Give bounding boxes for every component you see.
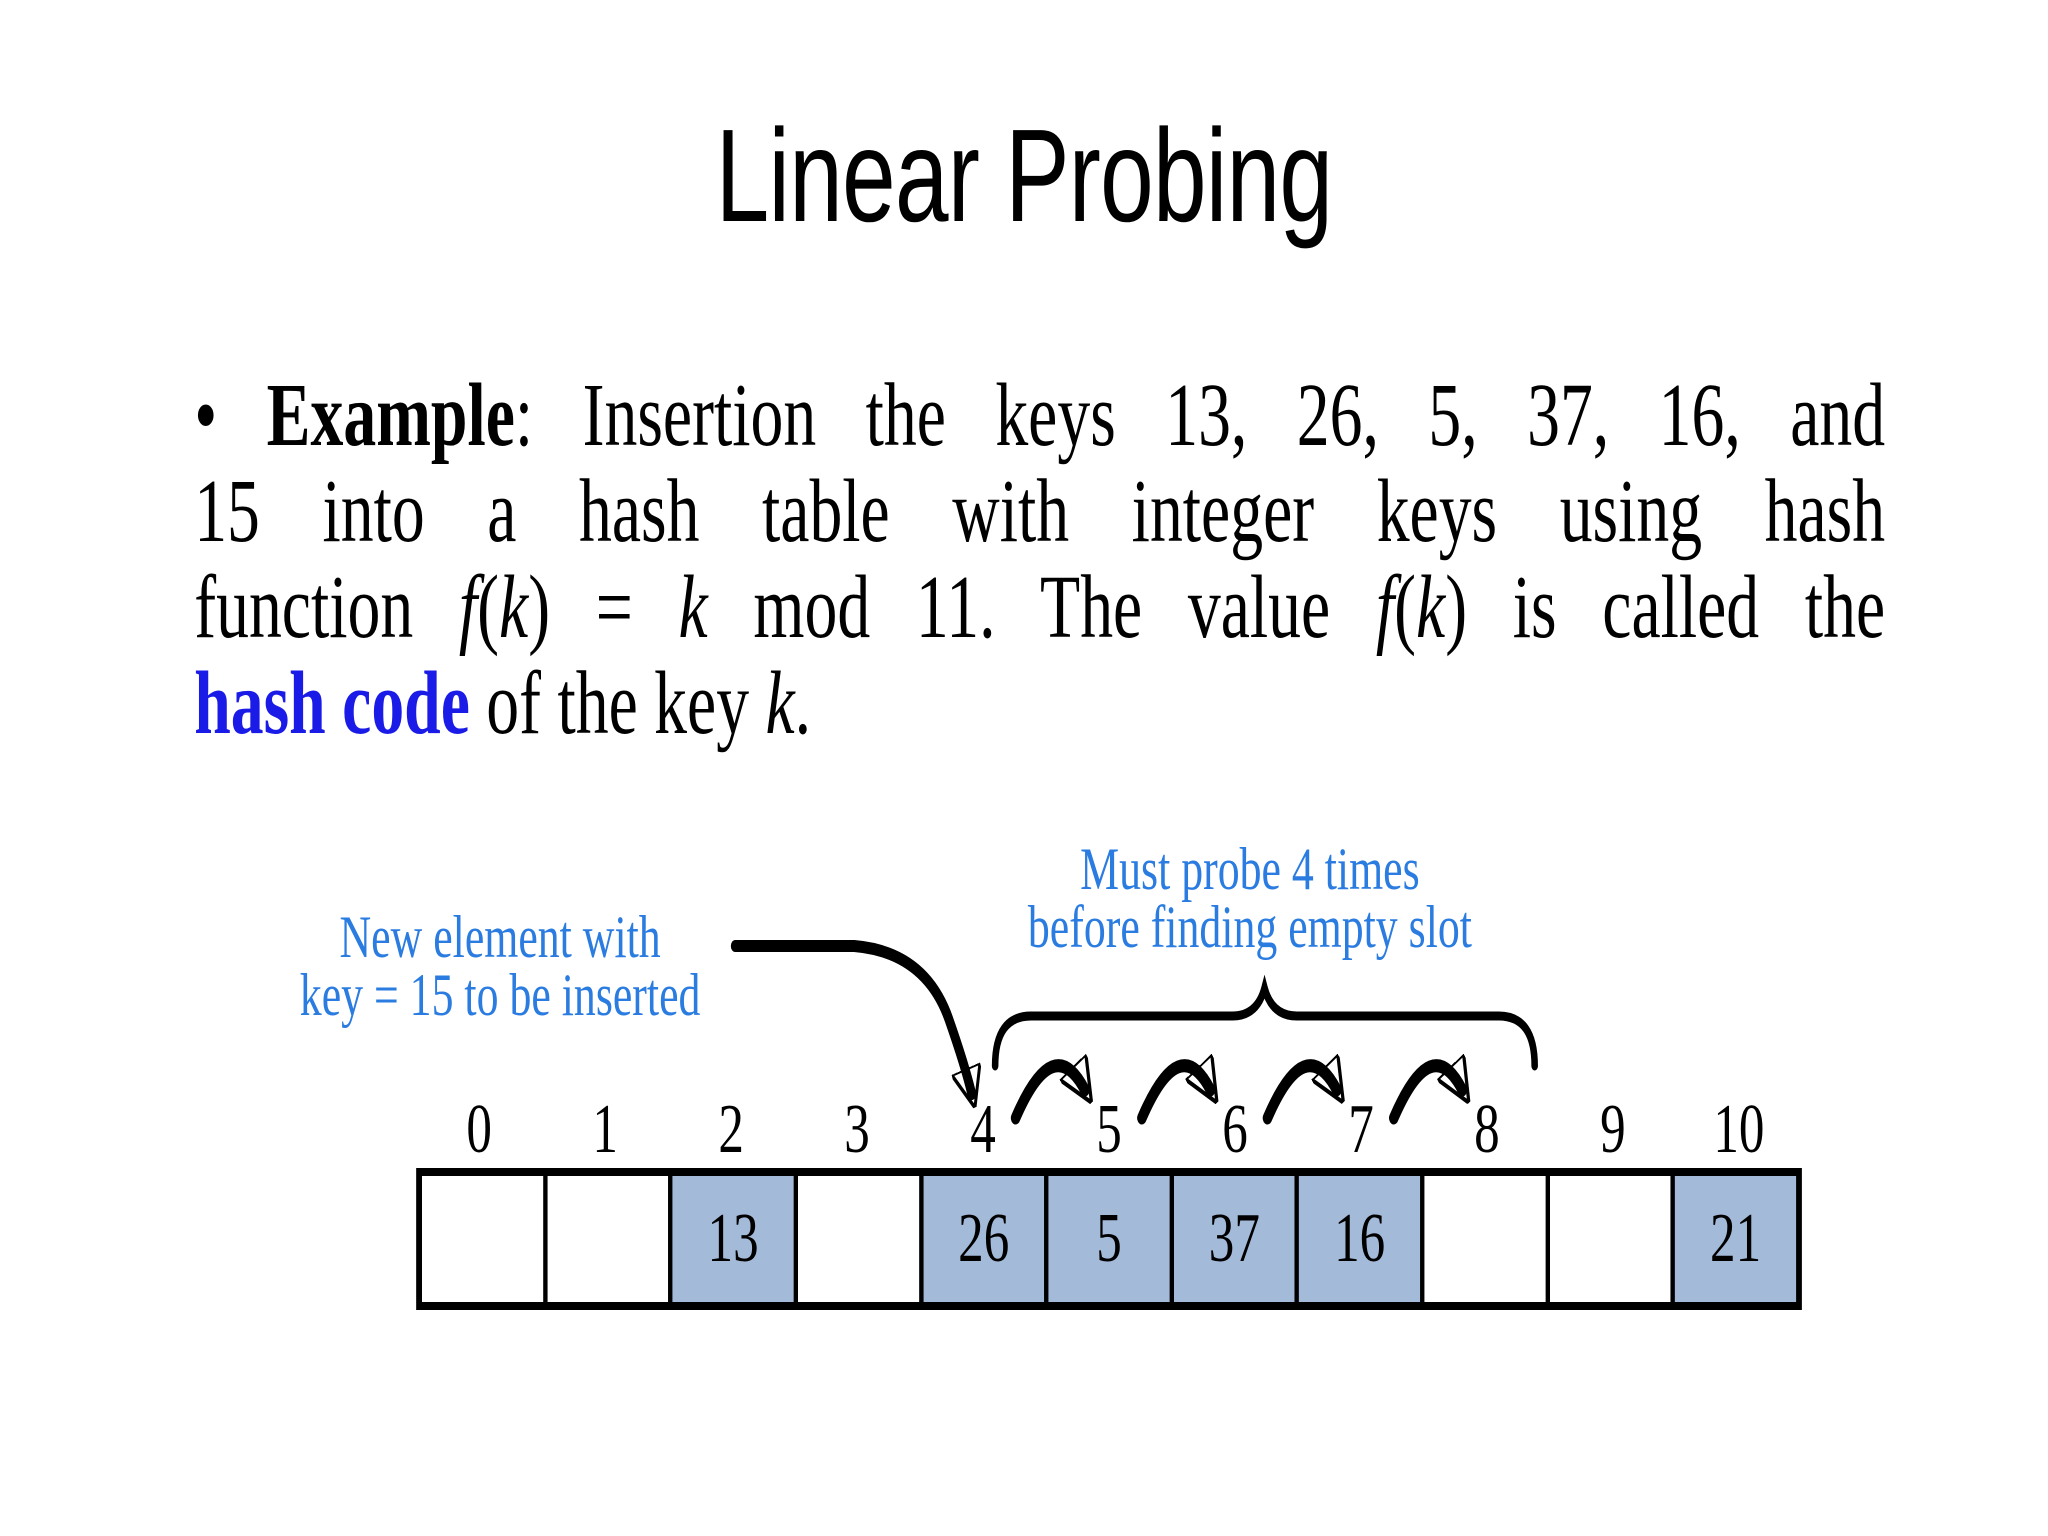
slot-index-4: 4	[970, 1091, 996, 1168]
index-row: 0 1 2 3 4 5 6 7 8 9 10	[416, 1092, 1802, 1168]
cell-value: 26	[958, 1200, 1010, 1277]
slot-index-5: 5	[1096, 1091, 1122, 1168]
paragraph-line-3: function f(k) = k mod 11. The value f(k)…	[194, 558, 1886, 657]
cell-value: 21	[1710, 1200, 1762, 1277]
hash-cell-6: 37	[1169, 1176, 1295, 1302]
cell-value: 16	[1334, 1200, 1386, 1277]
example-paragraph: • Example: Insertion the keys 13, 26, 5,…	[194, 368, 1885, 752]
slot-index-8: 8	[1474, 1091, 1500, 1168]
cell-value: 37	[1208, 1200, 1260, 1277]
slot-index-6: 6	[1222, 1091, 1248, 1168]
hash-cell-10: 21	[1670, 1176, 1797, 1302]
paragraph-line-2: 15 into a hash table with integer keys u…	[194, 462, 1886, 561]
cell-value: 13	[707, 1200, 759, 1277]
hash-cell-0	[421, 1176, 543, 1302]
hash-cell-1	[542, 1176, 669, 1302]
slot-index-3: 3	[844, 1091, 870, 1168]
slot-index-1: 1	[592, 1091, 618, 1168]
probe-brace-icon	[991, 974, 1538, 1071]
label-line: key = 15 to be inserted	[299, 962, 701, 1028]
label-line: Must probe 4 times	[1080, 836, 1420, 902]
label-line: New element with	[339, 904, 661, 970]
slot-index-2: 2	[718, 1091, 744, 1168]
hash-cell-5: 5	[1044, 1176, 1170, 1302]
slot-index-0: 0	[466, 1091, 492, 1168]
slot-index-9: 9	[1600, 1091, 1626, 1168]
cell-value: 5	[1096, 1200, 1122, 1277]
hash-cell-8	[1420, 1176, 1546, 1302]
slide-title: Linear Probing	[715, 102, 1333, 249]
hash-cell-7: 16	[1294, 1176, 1421, 1302]
paragraph-line-4: hash code of the key k.	[194, 654, 812, 753]
hash-cell-2: 13	[668, 1176, 794, 1302]
label-line: before finding empty slot	[1027, 894, 1472, 960]
hash-table-row: 13 26 5 37 16 21	[416, 1168, 1802, 1310]
paragraph-line-1: • Example: Insertion the keys 13, 26, 5,…	[194, 366, 1886, 465]
hash-cell-9	[1545, 1176, 1671, 1302]
hash-cell-4: 26	[918, 1176, 1045, 1302]
slot-index-10: 10	[1713, 1091, 1765, 1168]
hash-cell-3	[793, 1176, 919, 1302]
slot-index-7: 7	[1348, 1091, 1374, 1168]
